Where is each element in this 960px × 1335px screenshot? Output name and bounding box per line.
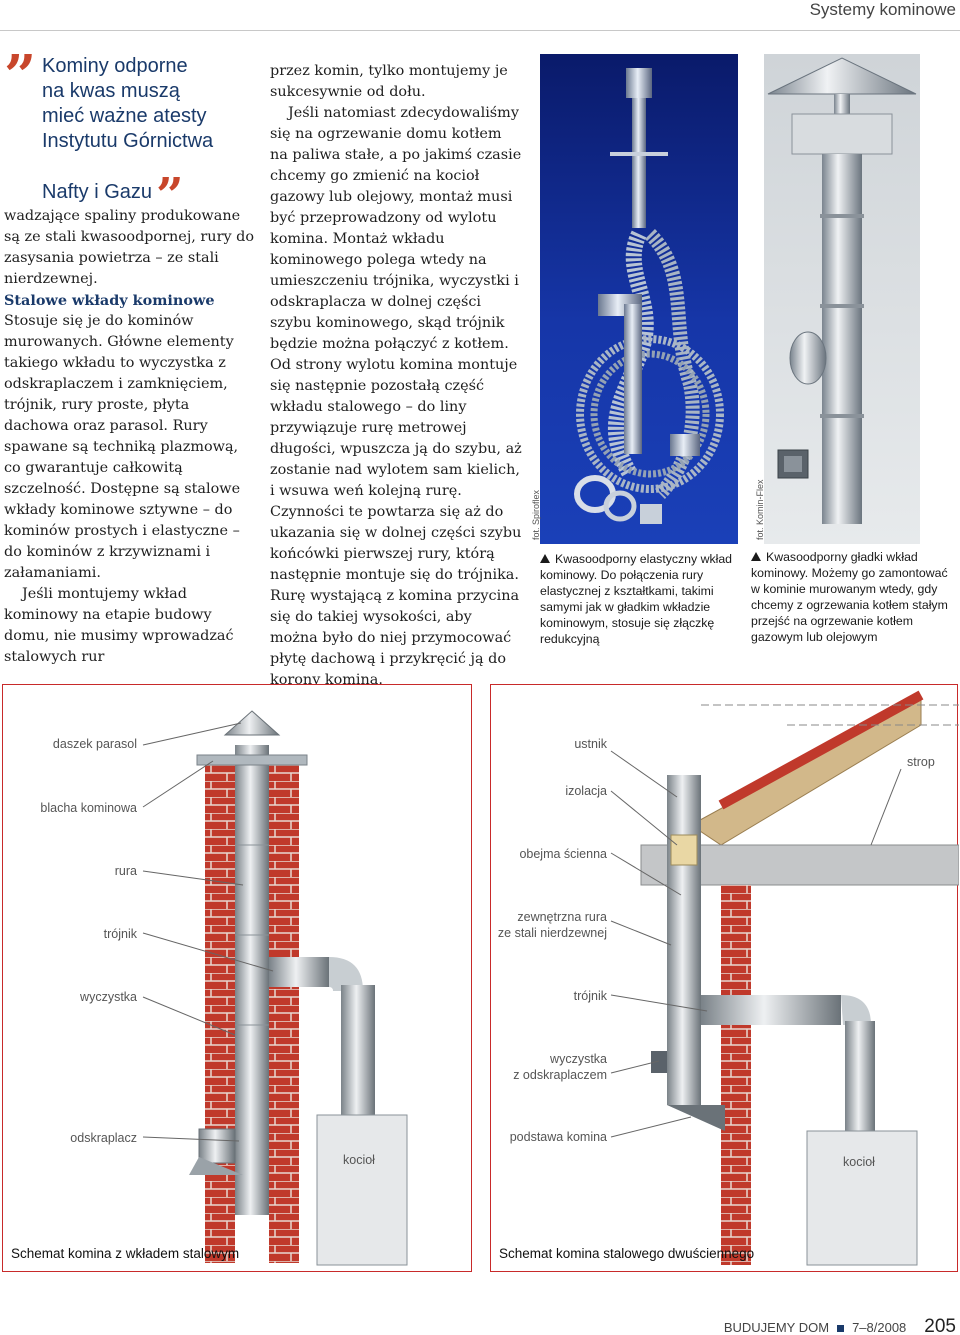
photo-caption: Kwasoodporny gładki wkład kominowy. Może… [751,550,948,644]
magazine-name: BUDUJEMY DOM [723,1320,830,1335]
label-trojnik: trójnik [573,989,607,1003]
pull-quote-line: na kwas muszą [42,80,180,102]
pull-quote-line: Instytutu Górnictwa [42,130,214,152]
diagram-double-wall-chimney: ustnik strop izolacja obejma ścienna zew… [490,684,959,1272]
label-rura: rura [114,864,137,878]
label-wyczystka: wyczystka [80,990,137,1004]
label-ustnik: ustnik [574,737,607,751]
triangle-up-icon [540,554,550,563]
section-title: Systemy kominowe [809,0,956,19]
issue-number: 7–8/2008 [852,1320,907,1335]
label-odskraplacz: odskraplacz [70,1131,137,1145]
photo-flexible-liner [540,54,738,544]
label-trojnik: trójnik [103,927,137,941]
page-number: 205 [924,1316,956,1335]
label-daszek: daszek parasol [52,737,137,751]
pull-quote-line: Kominy odporne [42,55,188,77]
header-rule [0,30,960,31]
pull-quote-line: mieć ważne atesty [42,105,207,127]
label-obejma: obejma ścienna [519,847,607,861]
text-column-1: wadzające spaliny produkowane są ze stal… [4,206,256,668]
pull-quote: ” Kominy odporne na kwas muszą mieć ważn… [4,48,264,224]
label-blacha: blacha kominowa [40,801,137,815]
label-izolacja: izolacja [565,784,607,798]
label-kociol: kocioł [343,1153,375,1167]
photo-credit: fot. Spiroflex [531,489,541,540]
diagram-title: Schemat komina z wkładem stalowym [11,1246,240,1261]
label-strop: strop [907,755,935,769]
paragraph: Jeśli montujemy wkład kominowy na etapie… [4,586,234,665]
paragraph: wadzające spaliny produkowane są ze stal… [4,208,255,287]
page-footer: BUDUJEMY DOM 7–8/2008 205 [724,1316,956,1335]
open-quote-icon: ” [4,43,37,109]
triangle-up-icon [751,552,761,561]
paragraph: Stosuje się je do kominów murowanych. Gł… [4,313,241,581]
photo-credit: fot. Komin-Flex [755,479,765,540]
subheading: Stalowe wkłady kominowe [4,292,215,309]
close-quote-icon: ” [156,168,184,224]
diagram-title: Schemat komina stalowego dwuściennego [499,1246,755,1261]
text-column-2: przez komin, tylko montujemy je sukcesyw… [270,61,522,691]
label-kociol: kocioł [843,1155,875,1169]
paragraph: Jeśli natomiast zdecydowaliśmy się na og… [270,105,522,688]
paragraph: przez komin, tylko montujemy je sukcesyw… [270,63,508,100]
photo-smooth-liner [764,54,920,544]
square-bullet-icon [837,1325,845,1332]
label-podstawa: podstawa komina [509,1130,607,1144]
pull-quote-line: Nafty i Gazu” [42,168,184,224]
diagram-chimney-steel-liner: daszek parasol blacha kominowa rura trój… [2,684,472,1272]
photo-caption: Kwasoodporny elastyczny wkład kominowy. … [540,552,733,646]
